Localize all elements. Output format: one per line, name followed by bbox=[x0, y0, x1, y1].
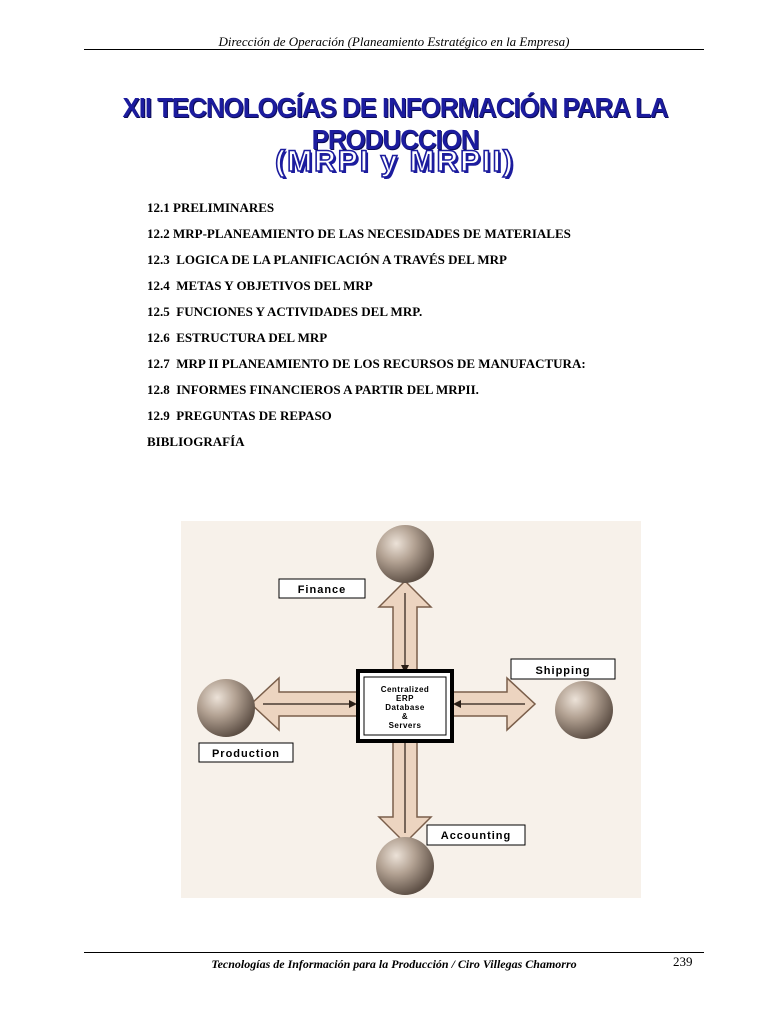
sphere-right bbox=[555, 681, 613, 739]
label-accounting-text: Accounting bbox=[441, 830, 512, 842]
toc-item: BIBLIOGRAFÍA bbox=[147, 434, 245, 449]
label-finance: Finance bbox=[278, 578, 366, 599]
running-footer: Tecnologías de Información para la Produ… bbox=[211, 957, 577, 971]
sphere-top bbox=[376, 525, 434, 583]
sphere-left bbox=[197, 679, 255, 737]
toc-item: 12.8 INFORMES FINANCIEROS A PARTIR DEL M… bbox=[147, 382, 479, 397]
erp-diagram: Centralized ERP Database & Servers Finan… bbox=[181, 521, 641, 898]
center-line: ERP bbox=[396, 694, 414, 703]
sphere-bottom bbox=[376, 837, 434, 895]
chapter-subtitle: (MRPI y MRPII) bbox=[274, 144, 515, 179]
toc-item: 12.4 METAS Y OBJETIVOS DEL MRP bbox=[147, 278, 373, 293]
label-shipping-text: Shipping bbox=[535, 665, 590, 677]
center-line: Database bbox=[385, 703, 425, 712]
header-rule bbox=[84, 49, 704, 50]
label-production: Production bbox=[198, 742, 294, 763]
center-line: & bbox=[402, 712, 408, 721]
table-of-contents: 12.1 PRELIMINARES 12.2 MRP-PLANEAMIENTO … bbox=[147, 199, 586, 459]
footer-rule bbox=[84, 952, 704, 953]
running-header: Dirección de Operación (Planeamiento Est… bbox=[218, 34, 570, 49]
toc-item: 12.1 PRELIMINARES bbox=[147, 200, 275, 215]
center-box: Centralized ERP Database & Servers bbox=[356, 669, 454, 743]
toc-item: 12.6 ESTRUCTURA DEL MRP bbox=[147, 330, 328, 345]
chapter-title: XII TECNOLOGÍAS DE INFORMACIÓN PARA LA P… bbox=[122, 92, 669, 155]
center-line: Centralized bbox=[381, 685, 430, 694]
toc-item: 12.2 MRP-PLANEAMIENTO DE LAS NECESIDADES… bbox=[147, 226, 571, 241]
toc-item: 12.9 PREGUNTAS DE REPASO bbox=[147, 408, 332, 423]
label-accounting: Accounting bbox=[426, 824, 526, 846]
center-line: Servers bbox=[389, 721, 422, 730]
label-finance-text: Finance bbox=[298, 584, 347, 596]
label-shipping: Shipping bbox=[510, 658, 616, 680]
toc-item: 12.5 FUNCIONES Y ACTIVIDADES DEL MRP. bbox=[147, 304, 423, 319]
page-number: 239 bbox=[673, 954, 693, 969]
toc-item: 12.7 MRP II PLANEAMIENTO DE LOS RECURSOS… bbox=[147, 356, 586, 371]
label-production-text: Production bbox=[212, 748, 280, 760]
toc-item: 12.3 LOGICA DE LA PLANIFICACIÓN A TRAVÉS… bbox=[147, 252, 507, 267]
